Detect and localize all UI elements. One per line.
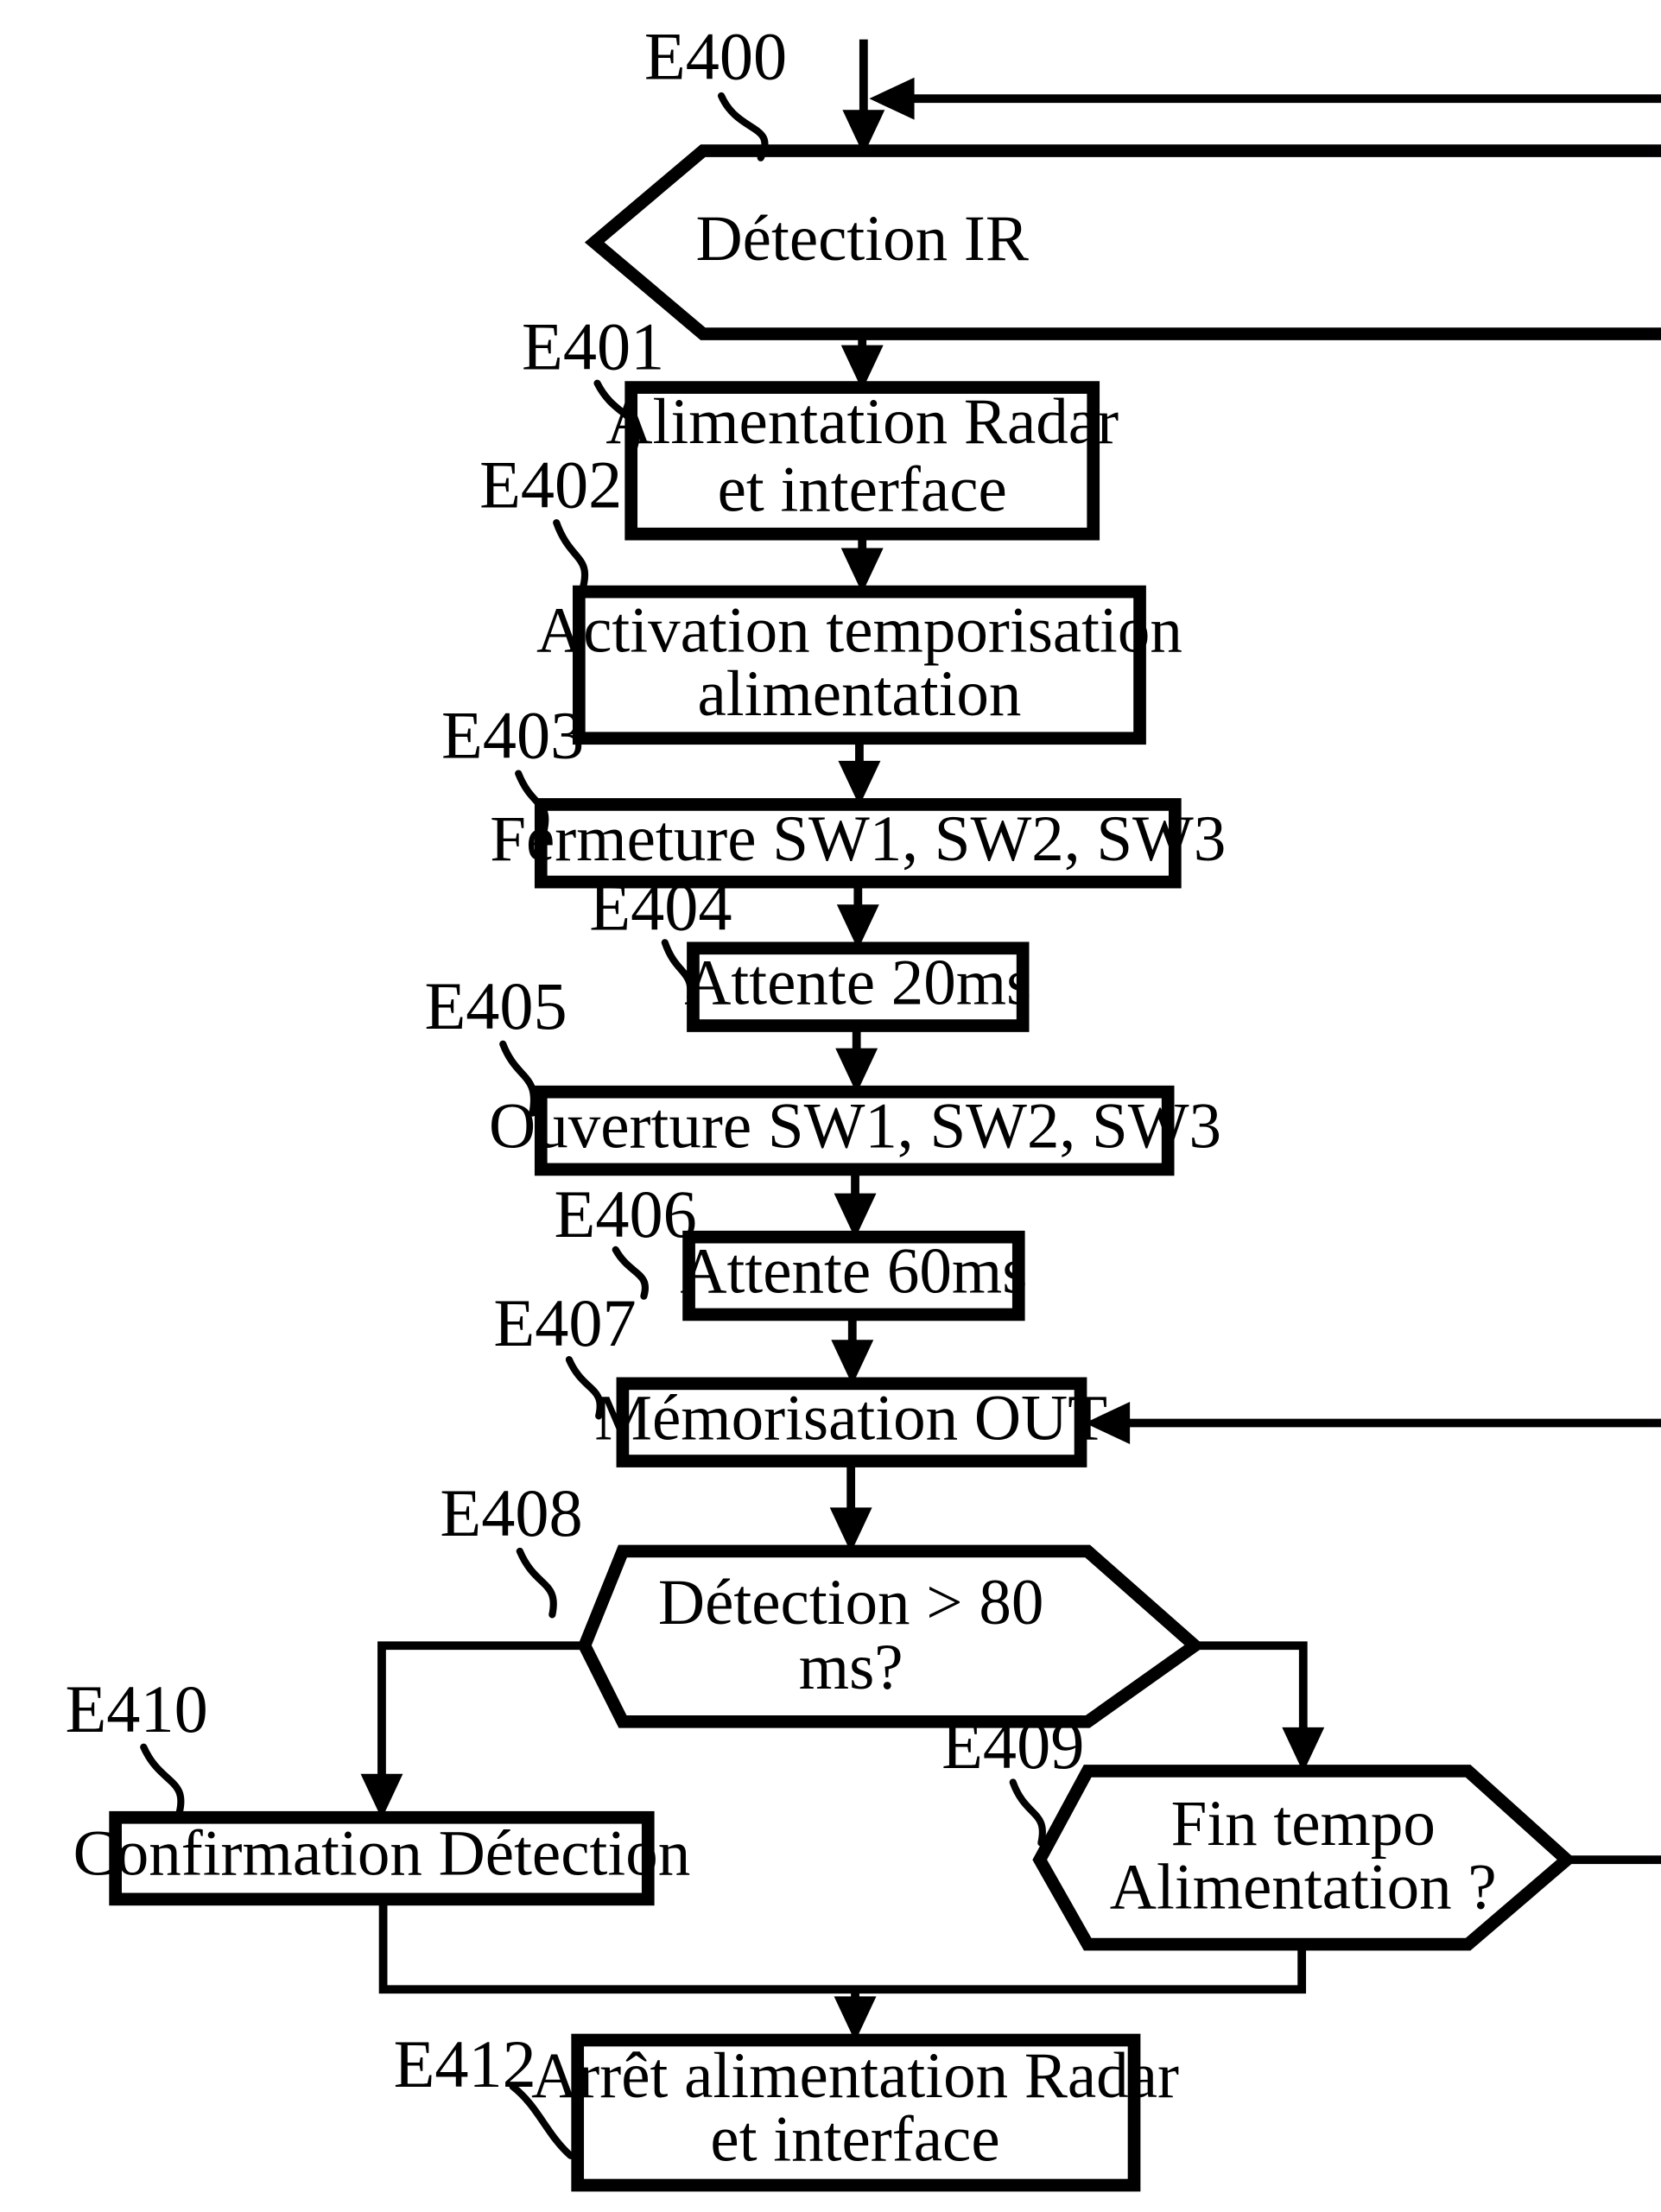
- edge-E403-E404: [836, 882, 879, 950]
- edge-E401-E402: [840, 534, 884, 593]
- edge-E400-E401: [840, 333, 884, 390]
- node-E404[interactable]: Attente 20ms: [684, 941, 1031, 1032]
- ref-E407: E407: [493, 1285, 637, 1420]
- edge-E405-E406: [834, 1169, 877, 1239]
- ref-E404: E404: [589, 870, 732, 1001]
- ref-E409-text: E409: [941, 1708, 1084, 1783]
- ref-E401: E401: [522, 308, 664, 452]
- node-E401[interactable]: Alimentation Radar et interface: [605, 381, 1119, 541]
- edge-E406-E407: [831, 1314, 874, 1385]
- node-E401-label-line2: et interface: [718, 453, 1007, 525]
- node-E406-label: Attente 60ms: [680, 1236, 1027, 1308]
- ref-E401-text: E401: [522, 308, 664, 383]
- ref-E402: E402: [479, 447, 622, 596]
- node-E408-label-line1: Détection > 80: [658, 1567, 1043, 1638]
- node-E402-label-line1: Activation temporisation: [536, 595, 1182, 667]
- node-E412-label-line2: et interface: [710, 2104, 999, 2176]
- node-E400[interactable]: Détection IR: [584, 144, 1661, 340]
- edge-start-to-E400: [842, 39, 885, 155]
- ref-E403-text: E403: [441, 698, 584, 773]
- node-E408-label-line2: ms?: [799, 1632, 903, 1703]
- node-E409-label-line1: Fin tempo: [1171, 1788, 1436, 1860]
- node-E410[interactable]: Confirmation Détection: [73, 1810, 691, 1906]
- node-E407-label: Mémorisation OUT: [594, 1382, 1107, 1454]
- edge-E404-E405: [835, 1025, 878, 1093]
- ref-E410-text: E410: [66, 1671, 208, 1746]
- ref-E407-text: E407: [493, 1285, 636, 1360]
- node-E412-shape: [571, 2033, 1141, 2192]
- edge-E402-E403: [838, 738, 881, 807]
- node-E406[interactable]: Attente 60ms: [680, 1230, 1027, 1321]
- node-E407[interactable]: Mémorisation OUT: [594, 1377, 1107, 1467]
- ref-E406-text: E406: [555, 1176, 697, 1252]
- node-E401-label-line1: Alimentation Radar: [605, 386, 1119, 458]
- node-E406-shape: [682, 1230, 1025, 1321]
- node-E409-shape: [1032, 1765, 1576, 1951]
- ref-E406: E406: [555, 1176, 697, 1300]
- ref-E408-text: E408: [440, 1475, 582, 1550]
- edge-merge-to-E412: [378, 1898, 1307, 2042]
- node-E403-label: Fermeture SW1, SW2, SW3: [490, 803, 1226, 875]
- ref-E403: E403: [441, 698, 584, 835]
- ref-E402-text: E402: [479, 447, 622, 522]
- edge-E409-E407-feedback: [1084, 1402, 1661, 1865]
- node-E404-label: Attente 20ms: [684, 947, 1031, 1018]
- node-E402-label-line2: alimentation: [697, 658, 1021, 730]
- node-E403[interactable]: Fermeture SW1, SW2, SW3: [490, 798, 1226, 889]
- node-E401-shape: [624, 381, 1100, 541]
- ref-E410: E410: [66, 1671, 208, 1819]
- ref-E400-text: E400: [644, 18, 787, 93]
- node-E405[interactable]: Ouverture SW1, SW2, SW3: [489, 1085, 1221, 1176]
- node-E410-label: Confirmation Détection: [73, 1817, 691, 1889]
- edge-E408-E409: [1195, 1641, 1325, 1773]
- node-E408[interactable]: Détection > 80 ms?: [577, 1544, 1205, 1728]
- node-E400-shape: [584, 144, 1661, 340]
- ref-E409: E409: [941, 1708, 1084, 1847]
- node-E412-label-line1: Arrêt alimentation Radar: [531, 2040, 1179, 2112]
- node-E409-label-line2: Alimentation ?: [1110, 1852, 1497, 1924]
- edge-E407-E408: [829, 1461, 872, 1553]
- ref-E408: E408: [440, 1475, 583, 1619]
- node-E412[interactable]: Arrêt alimentation Radar et interface: [531, 2033, 1179, 2192]
- edge-E408-E410: [360, 1641, 585, 1819]
- node-E400-label: Détection IR: [696, 203, 1029, 275]
- ref-E400: E400: [644, 18, 787, 162]
- node-E407-shape: [616, 1377, 1087, 1467]
- node-E405-label: Ouverture SW1, SW2, SW3: [489, 1091, 1221, 1163]
- node-E402[interactable]: Activation temporisation alimentation: [536, 585, 1182, 745]
- ref-E412: E412: [394, 2026, 574, 2159]
- ref-E405-text: E405: [424, 968, 567, 1043]
- node-E409[interactable]: Fin tempo Alimentation ?: [1032, 1765, 1576, 1951]
- ref-E404-text: E404: [589, 870, 732, 945]
- node-E402-shape: [572, 585, 1146, 745]
- ref-E405: E405: [424, 968, 567, 1117]
- edge-E400-feedback-loop: [869, 77, 1661, 120]
